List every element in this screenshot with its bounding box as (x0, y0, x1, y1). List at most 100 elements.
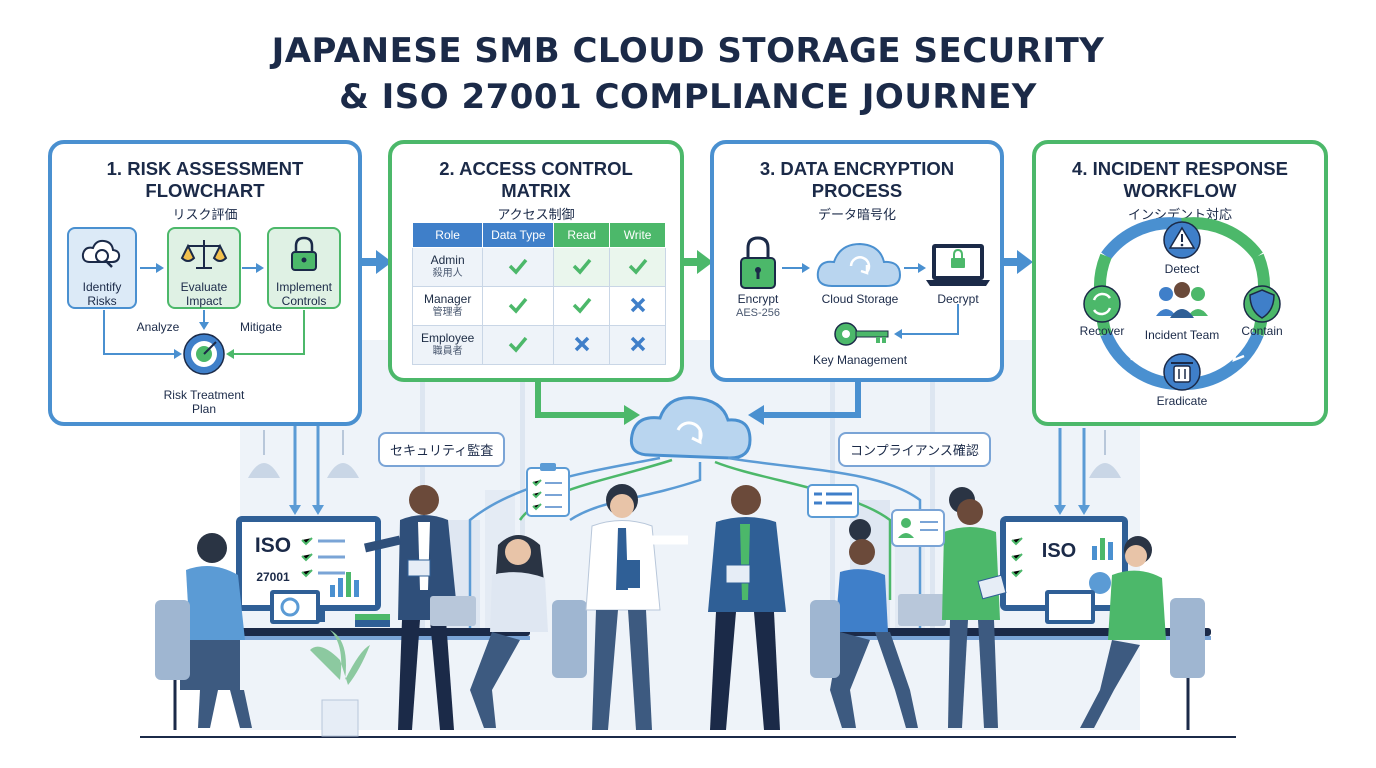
team-icon (1156, 282, 1208, 318)
title-line-1: JAPANESE SMB CLOUD STORAGE SECURITY (271, 31, 1105, 71)
analyze-label: Analyze (136, 320, 180, 334)
panel-incident-response: 4. INCIDENT RESPONSE WORKFLOW インシデント対応 (1032, 140, 1328, 426)
header-write: Write (609, 222, 666, 248)
role-jp: 職員者 (432, 346, 463, 357)
page-title: JAPANESE SMB CLOUD STORAGE SECURITY & IS… (0, 28, 1376, 120)
encrypt-label: Encrypt (737, 292, 779, 306)
panel-2-title-line-2: MATRIX (501, 180, 571, 201)
panel-2-title-line-1: 2. ACCESS CONTROL (439, 158, 633, 179)
panel-4-title-line-2: WORKFLOW (1123, 180, 1237, 201)
cross-icon (553, 325, 611, 365)
panel-2-jp: アクセス制御 (497, 207, 575, 222)
check-icon (482, 325, 555, 365)
evaluate-impact-label: Evaluate Impact (168, 280, 240, 308)
security-audit-bubble: セキュリティ監査 (378, 432, 506, 467)
check-icon (553, 247, 611, 287)
header-role: Role (411, 222, 484, 248)
iso-number-left: 27001 (256, 570, 290, 584)
cloud-storage-icon (816, 242, 902, 287)
center-people (585, 484, 786, 730)
panel-1-jp: リスク評価 (172, 207, 238, 222)
contain-label: Contain (1241, 324, 1283, 338)
ceiling-lamp-icon (248, 430, 1121, 478)
role-name: Admin (430, 253, 465, 267)
plan-line-2: Plan (191, 402, 217, 416)
panel-4-title-line-1: 4. INCIDENT RESPONSE (1072, 158, 1288, 179)
panel-data-encryption: 3. DATA ENCRYPTION PROCESS データ暗号化 (710, 140, 1004, 382)
recover-label: Recover (1079, 324, 1125, 338)
risk-treatment-plan-label: Risk Treatment Plan (148, 388, 260, 416)
panel-3-title-line-1: 3. DATA ENCRYPTION (759, 158, 955, 179)
key-icon (834, 322, 889, 346)
evaluate-line-2: Impact (185, 294, 222, 308)
table-header-row: Role Data Type Read Write (411, 222, 666, 248)
checklist-icon (526, 463, 570, 517)
laptop-icon (926, 244, 990, 286)
panel-1-title-line-1: 1. RISK ASSESSMENT (106, 158, 304, 179)
check-icon (609, 247, 666, 287)
search-cloud-icon (81, 239, 121, 268)
check-icon (482, 247, 555, 287)
lock-icon (291, 236, 317, 271)
header-read: Read (553, 222, 611, 248)
identify-line-1: Identify (82, 280, 122, 294)
implement-line-2: Controls (281, 294, 327, 308)
implement-line-1: Implement (275, 280, 333, 294)
compliance-check-bubble: コンプライアンス確認 (838, 432, 991, 467)
recover-icon (1083, 285, 1121, 323)
header-data-type: Data Type (482, 222, 555, 248)
aes-label: AES-256 (735, 307, 781, 319)
iso-label-left: ISO (254, 534, 292, 557)
scale-icon (180, 240, 228, 269)
plan-line-1: Risk Treatment (163, 388, 245, 402)
identify-risks-label: Identify Risks (68, 280, 136, 308)
title-line-2: & ISO 27001 COMPLIANCE JOURNEY (339, 77, 1037, 117)
warning-icon (1163, 221, 1201, 259)
cross-icon (609, 286, 666, 326)
right-desk-group (810, 487, 1211, 730)
identify-line-2: Risks (87, 294, 117, 308)
eradicate-label: Eradicate (1156, 394, 1208, 408)
check-icon (482, 286, 555, 326)
panel-4-title: 4. INCIDENT RESPONSE WORKFLOW (1036, 158, 1324, 202)
target-icon (183, 333, 225, 375)
panel-1-title: 1. RISK ASSESSMENT FLOWCHART (52, 158, 358, 202)
detect-label: Detect (1164, 262, 1200, 276)
panel-2-title: 2. ACCESS CONTROL MATRIX (392, 158, 680, 202)
shield-icon (1243, 285, 1281, 323)
risk-flow-graphics (67, 227, 341, 375)
role-name: Employee (420, 331, 475, 345)
panel-1-title-line-2: FLOWCHART (145, 180, 265, 201)
encryption-graphics (740, 236, 990, 346)
incident-team-label: Incident Team (1144, 328, 1220, 342)
panel-3-title-line-2: PROCESS (811, 180, 903, 201)
cross-icon (609, 325, 666, 365)
implement-controls-label: Implement Controls (268, 280, 340, 308)
decrypt-label: Decrypt (937, 292, 979, 306)
cloud-storage-label: Cloud Storage (821, 292, 899, 306)
iso-label-right: ISO (1041, 540, 1077, 562)
key-management-label: Key Management (812, 353, 908, 367)
incident-cycle-graphics (1083, 217, 1281, 391)
role-name: Manager (423, 292, 472, 306)
central-cloud-icon (629, 396, 752, 460)
mitigate-label: Mitigate (239, 320, 283, 334)
left-desk-group (155, 485, 587, 737)
check-icon (553, 286, 611, 326)
evaluate-line-1: Evaluate (180, 280, 228, 294)
panel-risk-assessment: 1. RISK ASSESSMENT FLOWCHART リスク評価 (48, 140, 362, 426)
role-jp: 殺用人 (432, 268, 463, 279)
user-card-icon (891, 509, 945, 547)
trash-icon (1163, 353, 1201, 391)
padlock-icon (740, 236, 776, 289)
panel-3-title: 3. DATA ENCRYPTION PROCESS (714, 158, 1000, 202)
report-icon (807, 484, 859, 518)
role-jp: 管理者 (432, 307, 463, 318)
